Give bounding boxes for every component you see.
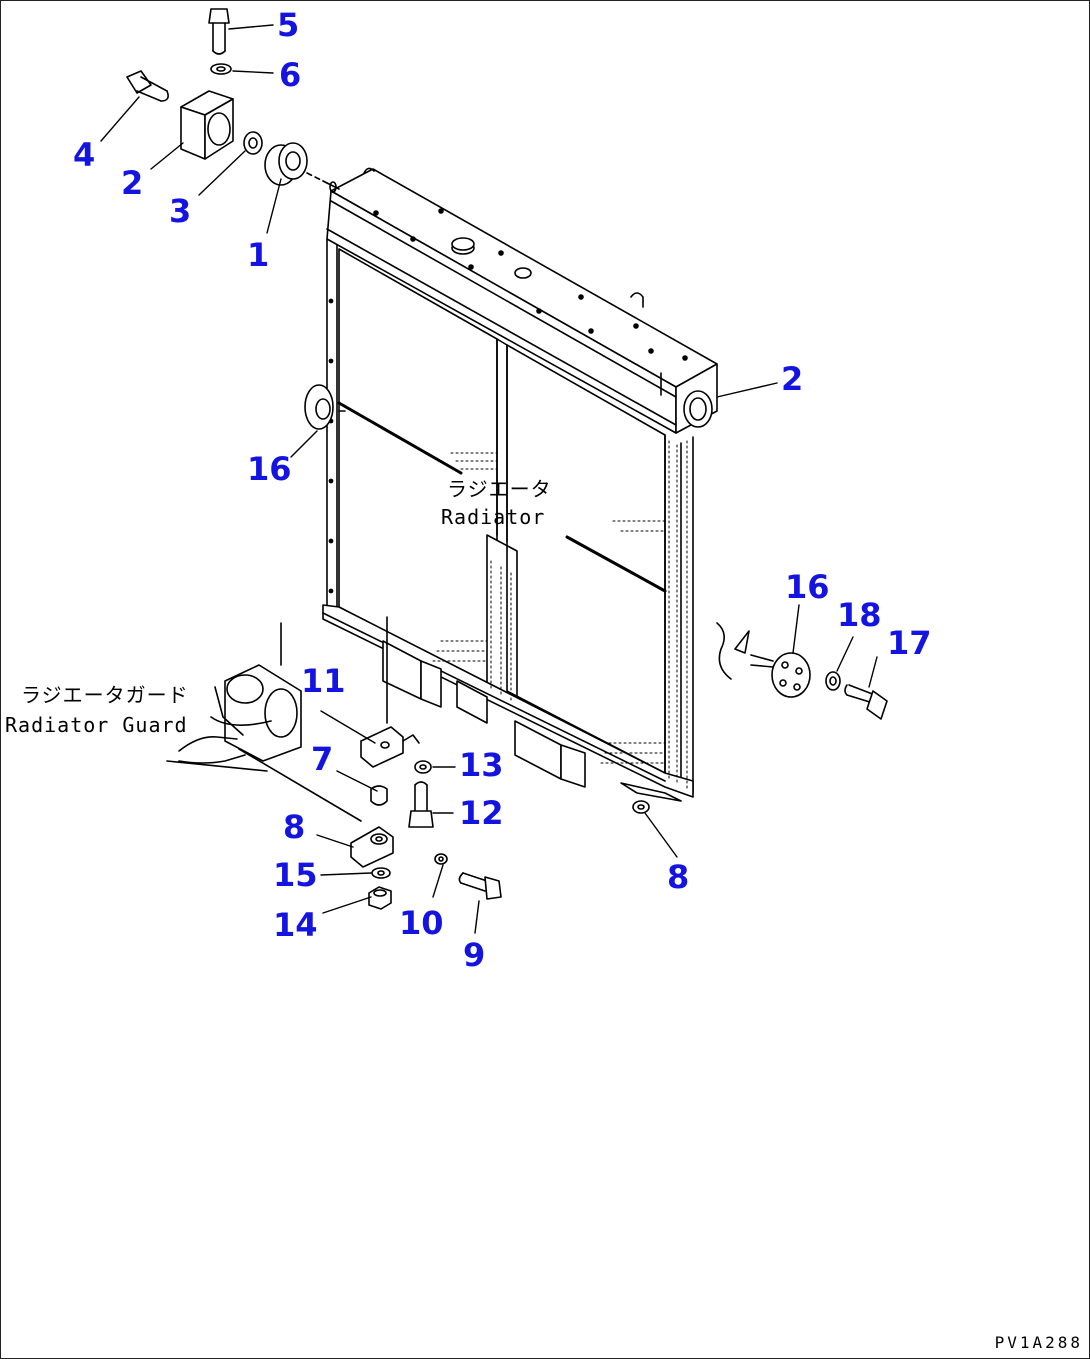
callout-part-15: 15 [273,856,318,894]
radiator-lower-brackets [382,616,682,814]
radiator-label-jp: ラジエータ [447,477,552,501]
callout-part-13: 13 [459,746,504,784]
callout-part-10: 10 [399,904,444,942]
callout-part-2-upper: 2 [121,164,144,202]
callout-part-7: 7 [311,740,334,778]
part-18-washer [825,671,841,691]
callout-part-3: 3 [169,192,192,230]
callout-part-9: 9 [463,936,486,974]
part-12-bolt [408,781,434,828]
part-6-washer [210,63,232,75]
radiator-guard-sketch [166,622,362,822]
callout-part-16-left: 16 [247,450,292,488]
part-8-bracket-left [350,826,394,868]
radiator-label-en: Radiator [441,505,546,529]
right-mount-bracket-sketch [716,622,750,680]
part-5-bolt [208,8,230,55]
callout-part-4: 4 [73,136,96,174]
part-16-cushion-right [750,652,811,698]
part-16-cushion-left [304,384,346,430]
radiator-body [322,167,718,798]
part-10-washer [434,853,448,865]
part-3-nut [243,131,263,155]
callout-part-14: 14 [273,906,318,944]
callout-part-5: 5 [277,6,300,44]
leader-lines [100,24,878,934]
part-15-washer [371,867,391,879]
part-4-bolt [126,70,169,102]
callout-part-17: 17 [887,624,932,662]
callout-part-18: 18 [837,596,882,634]
part-11-bracket [360,726,420,768]
part-17-bolt [844,684,888,720]
part-14-nut [368,886,392,910]
part-9-bolt [458,872,502,900]
callout-part-6: 6 [279,56,302,94]
callout-part-16-right: 16 [785,568,830,606]
callout-part-12: 12 [459,794,504,832]
part-13-washer [414,760,432,774]
callout-part-2-right: 2 [781,360,804,398]
callout-part-8-left: 8 [283,808,306,846]
core-fin-hatching [337,401,688,790]
drawing-code: PV1A288 [994,1333,1083,1352]
radiator-guard-label-en: Radiator Guard [5,713,188,737]
part-2-cap-block [180,90,234,160]
callout-part-1: 1 [247,236,270,274]
callout-part-8-right: 8 [667,858,690,896]
callout-part-11: 11 [301,662,346,700]
part-1-cushion [264,142,308,186]
radiator-guard-label-jp: ラジエータガード [21,683,189,707]
